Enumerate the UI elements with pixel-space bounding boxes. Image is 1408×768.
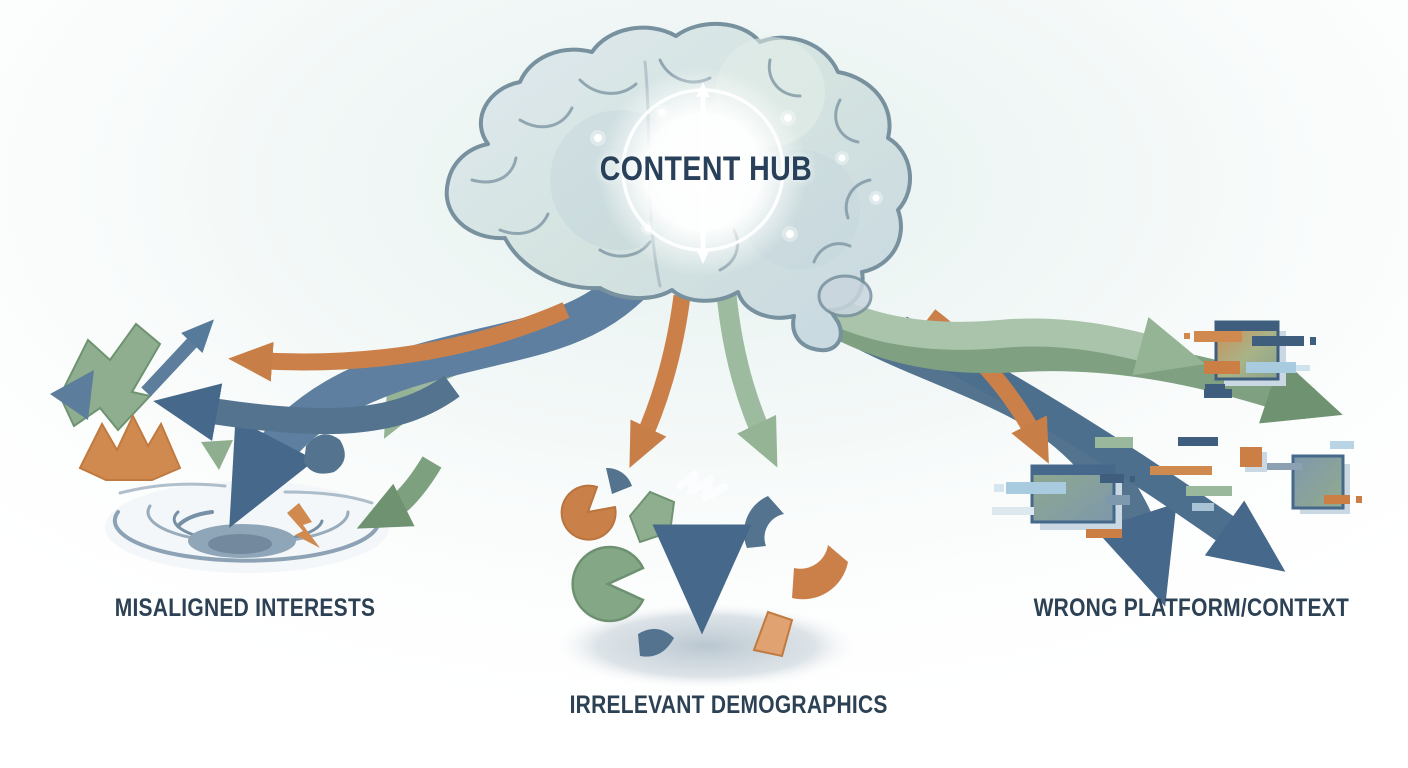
whirlpool-icon <box>105 481 389 573</box>
brain-stem <box>817 274 873 318</box>
blue-back-arrow <box>153 375 460 441</box>
glitch-bars <box>1095 384 1267 511</box>
hub-glow <box>590 67 883 277</box>
green-small-triangle <box>201 440 233 470</box>
orange-arc-fragment <box>792 545 848 600</box>
blue-chip-fragment <box>638 628 674 657</box>
blue-pebble-shape <box>304 434 345 474</box>
outcome-label-misaligned-interests: MISALIGNED INTERESTS <box>114 594 376 622</box>
orange-bolt-shape <box>287 503 320 548</box>
orange-pie-fragment <box>560 484 617 541</box>
blue-up-arrow <box>141 319 214 397</box>
blue-pie-wedge <box>606 467 632 494</box>
green-sink-arrow <box>356 456 442 529</box>
glitch-screen-right <box>1256 441 1362 514</box>
glitch-screen-top <box>1184 320 1316 398</box>
blue-triangle-shape <box>50 370 94 420</box>
green-pie-fragment <box>571 545 645 623</box>
orange-center-branch <box>629 294 691 468</box>
scattered-shapes-left <box>50 319 460 548</box>
orange-left-arrow <box>228 302 570 382</box>
hub-title: CONTENT HUB <box>599 150 813 188</box>
broken-arrow-icon <box>652 258 752 635</box>
blue-arc-fragment <box>743 496 784 548</box>
glitch-screens-icon <box>992 320 1362 538</box>
crack-mark <box>676 470 728 502</box>
glitch-screen-left <box>992 464 1135 538</box>
outcome-label-irrelevant-demographics: IRRELEVANT DEMOGRAPHICS <box>569 691 888 719</box>
outcome-label-wrong-platform-context: WRONG PLATFORM/CONTEXT <box>1033 594 1350 622</box>
orange-zigzag-shape <box>78 413 182 481</box>
sparkle-dots <box>590 105 883 242</box>
orange-quad-fragment <box>752 610 794 658</box>
